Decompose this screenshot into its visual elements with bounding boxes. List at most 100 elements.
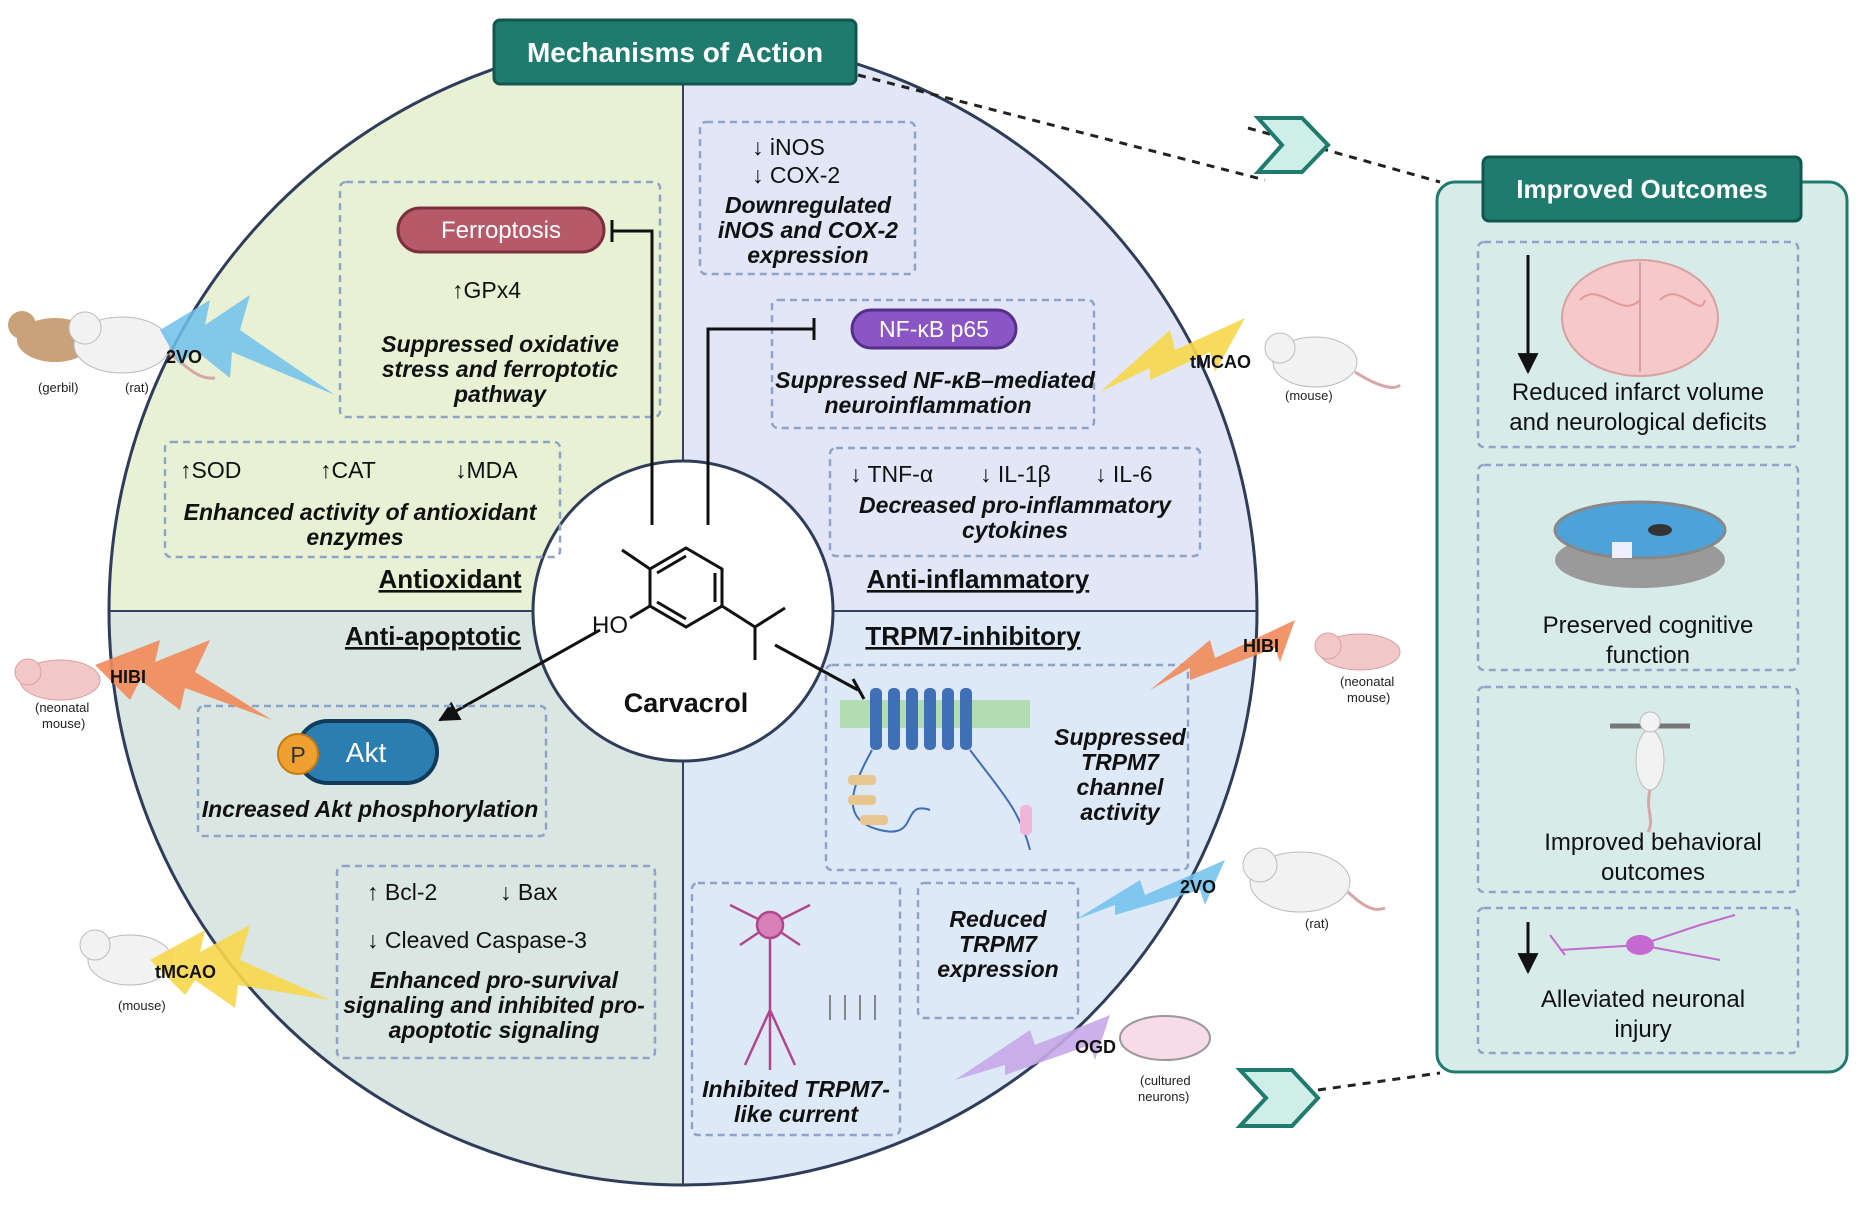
outcome-4-line-1: Alleviated neuronal xyxy=(1541,986,1745,1013)
antioxidant-enzyme-box xyxy=(163,440,562,559)
inos-label: ↓ iNOS xyxy=(752,134,825,160)
akt-label: Akt xyxy=(346,737,387,768)
trpm7-channel-icon xyxy=(840,688,1032,851)
ogd-label: OGD xyxy=(1075,1037,1116,1057)
ogd-animal-2: neurons) xyxy=(1138,1089,1189,1104)
neuron-icon xyxy=(729,903,811,1070)
akt-box xyxy=(196,704,548,838)
sod-label: ↑SOD xyxy=(180,457,241,483)
tmcao-right-label: tMCAO xyxy=(1190,352,1251,372)
enzyme-desc-2: enzymes xyxy=(306,524,403,550)
trpm7-expression-box xyxy=(916,881,1080,1020)
apop-desc-3: apoptotic signaling xyxy=(389,1017,600,1043)
phospho-label: P xyxy=(290,742,305,768)
chevron-bottom-icon xyxy=(1235,1068,1321,1128)
chevron-top-icon xyxy=(1253,116,1331,174)
mouse-right-label: (mouse) xyxy=(1285,388,1333,403)
ho-label: HO xyxy=(592,612,628,639)
carvacrol-center xyxy=(531,459,835,763)
nfkb-desc-1: Suppressed NF-κB–mediated xyxy=(775,367,1096,393)
cox2-label: ↓ COX-2 xyxy=(752,162,840,188)
outcomes-title: Improved Outcomes xyxy=(1516,174,1767,204)
ferroptosis-label: Ferroptosis xyxy=(441,217,561,244)
neonatal-left-2: mouse) xyxy=(42,716,85,731)
petri-dish-icon xyxy=(1119,1015,1211,1061)
channel-desc-3: channel xyxy=(1077,774,1165,800)
mechanisms-header xyxy=(492,18,858,86)
cytokine-desc-1: Decreased pro-inflammatory xyxy=(859,492,1172,518)
channel-desc-2: TRPM7 xyxy=(1081,749,1160,775)
brain-icon xyxy=(1561,259,1719,377)
trpm7-title: TRPM7-inhibitory xyxy=(865,621,1081,651)
lightning-ogd-icon xyxy=(955,1015,1110,1080)
lightning-hibi-right-icon xyxy=(1150,620,1295,690)
neonatal-mouse-right-icon xyxy=(1314,632,1401,671)
cytokine-desc-2: cytokines xyxy=(962,517,1068,543)
outcome-3-line-2: outcomes xyxy=(1601,859,1705,886)
inos-desc-2: iNOS and COX-2 xyxy=(718,217,898,243)
mda-label: ↓MDA xyxy=(455,457,518,483)
bax-label: ↓ Bax xyxy=(500,879,558,905)
expr-desc-2: TRPM7 xyxy=(959,931,1038,957)
rat-right-label: (rat) xyxy=(1305,916,1329,931)
gpx4-label: ↑GPx4 xyxy=(452,277,521,303)
ferroptosis-box xyxy=(338,180,662,419)
2vo-right-label: 2VO xyxy=(1180,877,1216,897)
outcome-1-line-2: and neurological deficits xyxy=(1509,409,1767,436)
neonatal-right-2: mouse) xyxy=(1347,690,1390,705)
expr-desc-3: expression xyxy=(937,956,1058,982)
ferroptosis-pill xyxy=(396,206,606,254)
outcome-box-4 xyxy=(1476,906,1800,1055)
phospho-icon xyxy=(277,733,319,775)
nfkb-desc-2: neuroinflammation xyxy=(824,392,1031,418)
ferroptosis-inhibit-line xyxy=(610,220,654,525)
hibi-right-label: HIBI xyxy=(1243,636,1279,656)
trpm7-current-box xyxy=(690,881,902,1137)
expr-desc-1: Reduced xyxy=(949,906,1047,932)
nfkb-label: NF-κB p65 xyxy=(879,316,989,342)
anti-apoptotic-title: Anti-apoptotic xyxy=(345,621,521,651)
outcome-box-3 xyxy=(1476,685,1800,894)
rat-icon xyxy=(68,311,216,380)
rat-label: (rat) xyxy=(125,380,149,395)
caspase-label: ↓ Cleaved Caspase-3 xyxy=(367,927,587,953)
nfkb-pill xyxy=(850,308,1018,350)
inos-desc-3: expression xyxy=(747,242,868,268)
rat-right-icon xyxy=(1242,847,1386,913)
anti-inflammatory-title: Anti-inflammatory xyxy=(867,564,1090,594)
ogd-animal-1: (cultured xyxy=(1140,1073,1191,1088)
ferro-desc-1: Suppressed oxidative xyxy=(381,331,619,357)
mouse-left-label: (mouse) xyxy=(118,998,166,1013)
neonatal-right-1: (neonatal xyxy=(1340,674,1394,689)
neuron-outcome-icon xyxy=(1549,914,1736,961)
outcome-3-line-1: Improved behavioral xyxy=(1544,829,1761,856)
outcome-1-line-1: Reduced infarct volume xyxy=(1512,379,1764,406)
outcome-4-line-2: injury xyxy=(1614,1016,1671,1043)
neonatal-mouse-left-icon xyxy=(14,658,101,701)
trpm7-inhibit-line xyxy=(774,643,866,700)
carvacrol-structure-icon xyxy=(621,546,786,660)
lightning-tmcao-left-icon xyxy=(150,925,330,1008)
il1b-label: ↓ IL-1β xyxy=(980,461,1051,487)
carvacrol-label: Carvacrol xyxy=(624,688,749,718)
cytokine-box xyxy=(828,446,1202,558)
nfkb-box xyxy=(770,298,1096,430)
outcomes-header xyxy=(1481,155,1803,223)
lightning-2vo-left-icon xyxy=(160,295,335,395)
apop-desc-1: Enhanced pro-survival xyxy=(370,967,619,993)
tmcao-left-label: tMCAO xyxy=(155,962,216,982)
cat-label: ↑CAT xyxy=(320,457,376,483)
rotarod-mouse-icon xyxy=(1610,711,1690,833)
channel-desc-1: Suppressed xyxy=(1054,724,1187,750)
antioxidant-title: Antioxidant xyxy=(379,564,522,594)
current-desc-1: Inhibited TRPM7- xyxy=(702,1076,890,1102)
bcl2-label: ↑ Bcl-2 xyxy=(367,879,437,905)
nfkb-inhibit-line xyxy=(706,318,816,525)
channel-desc-4: activity xyxy=(1080,799,1160,825)
outcome-2-line-1: Preserved cognitive xyxy=(1543,612,1754,639)
outcome-box-1 xyxy=(1476,240,1800,449)
2vo-left-label: 2VO xyxy=(166,347,202,367)
gerbil-label: (gerbil) xyxy=(38,380,78,395)
akt-desc: Increased Akt phosphorylation xyxy=(202,796,539,822)
